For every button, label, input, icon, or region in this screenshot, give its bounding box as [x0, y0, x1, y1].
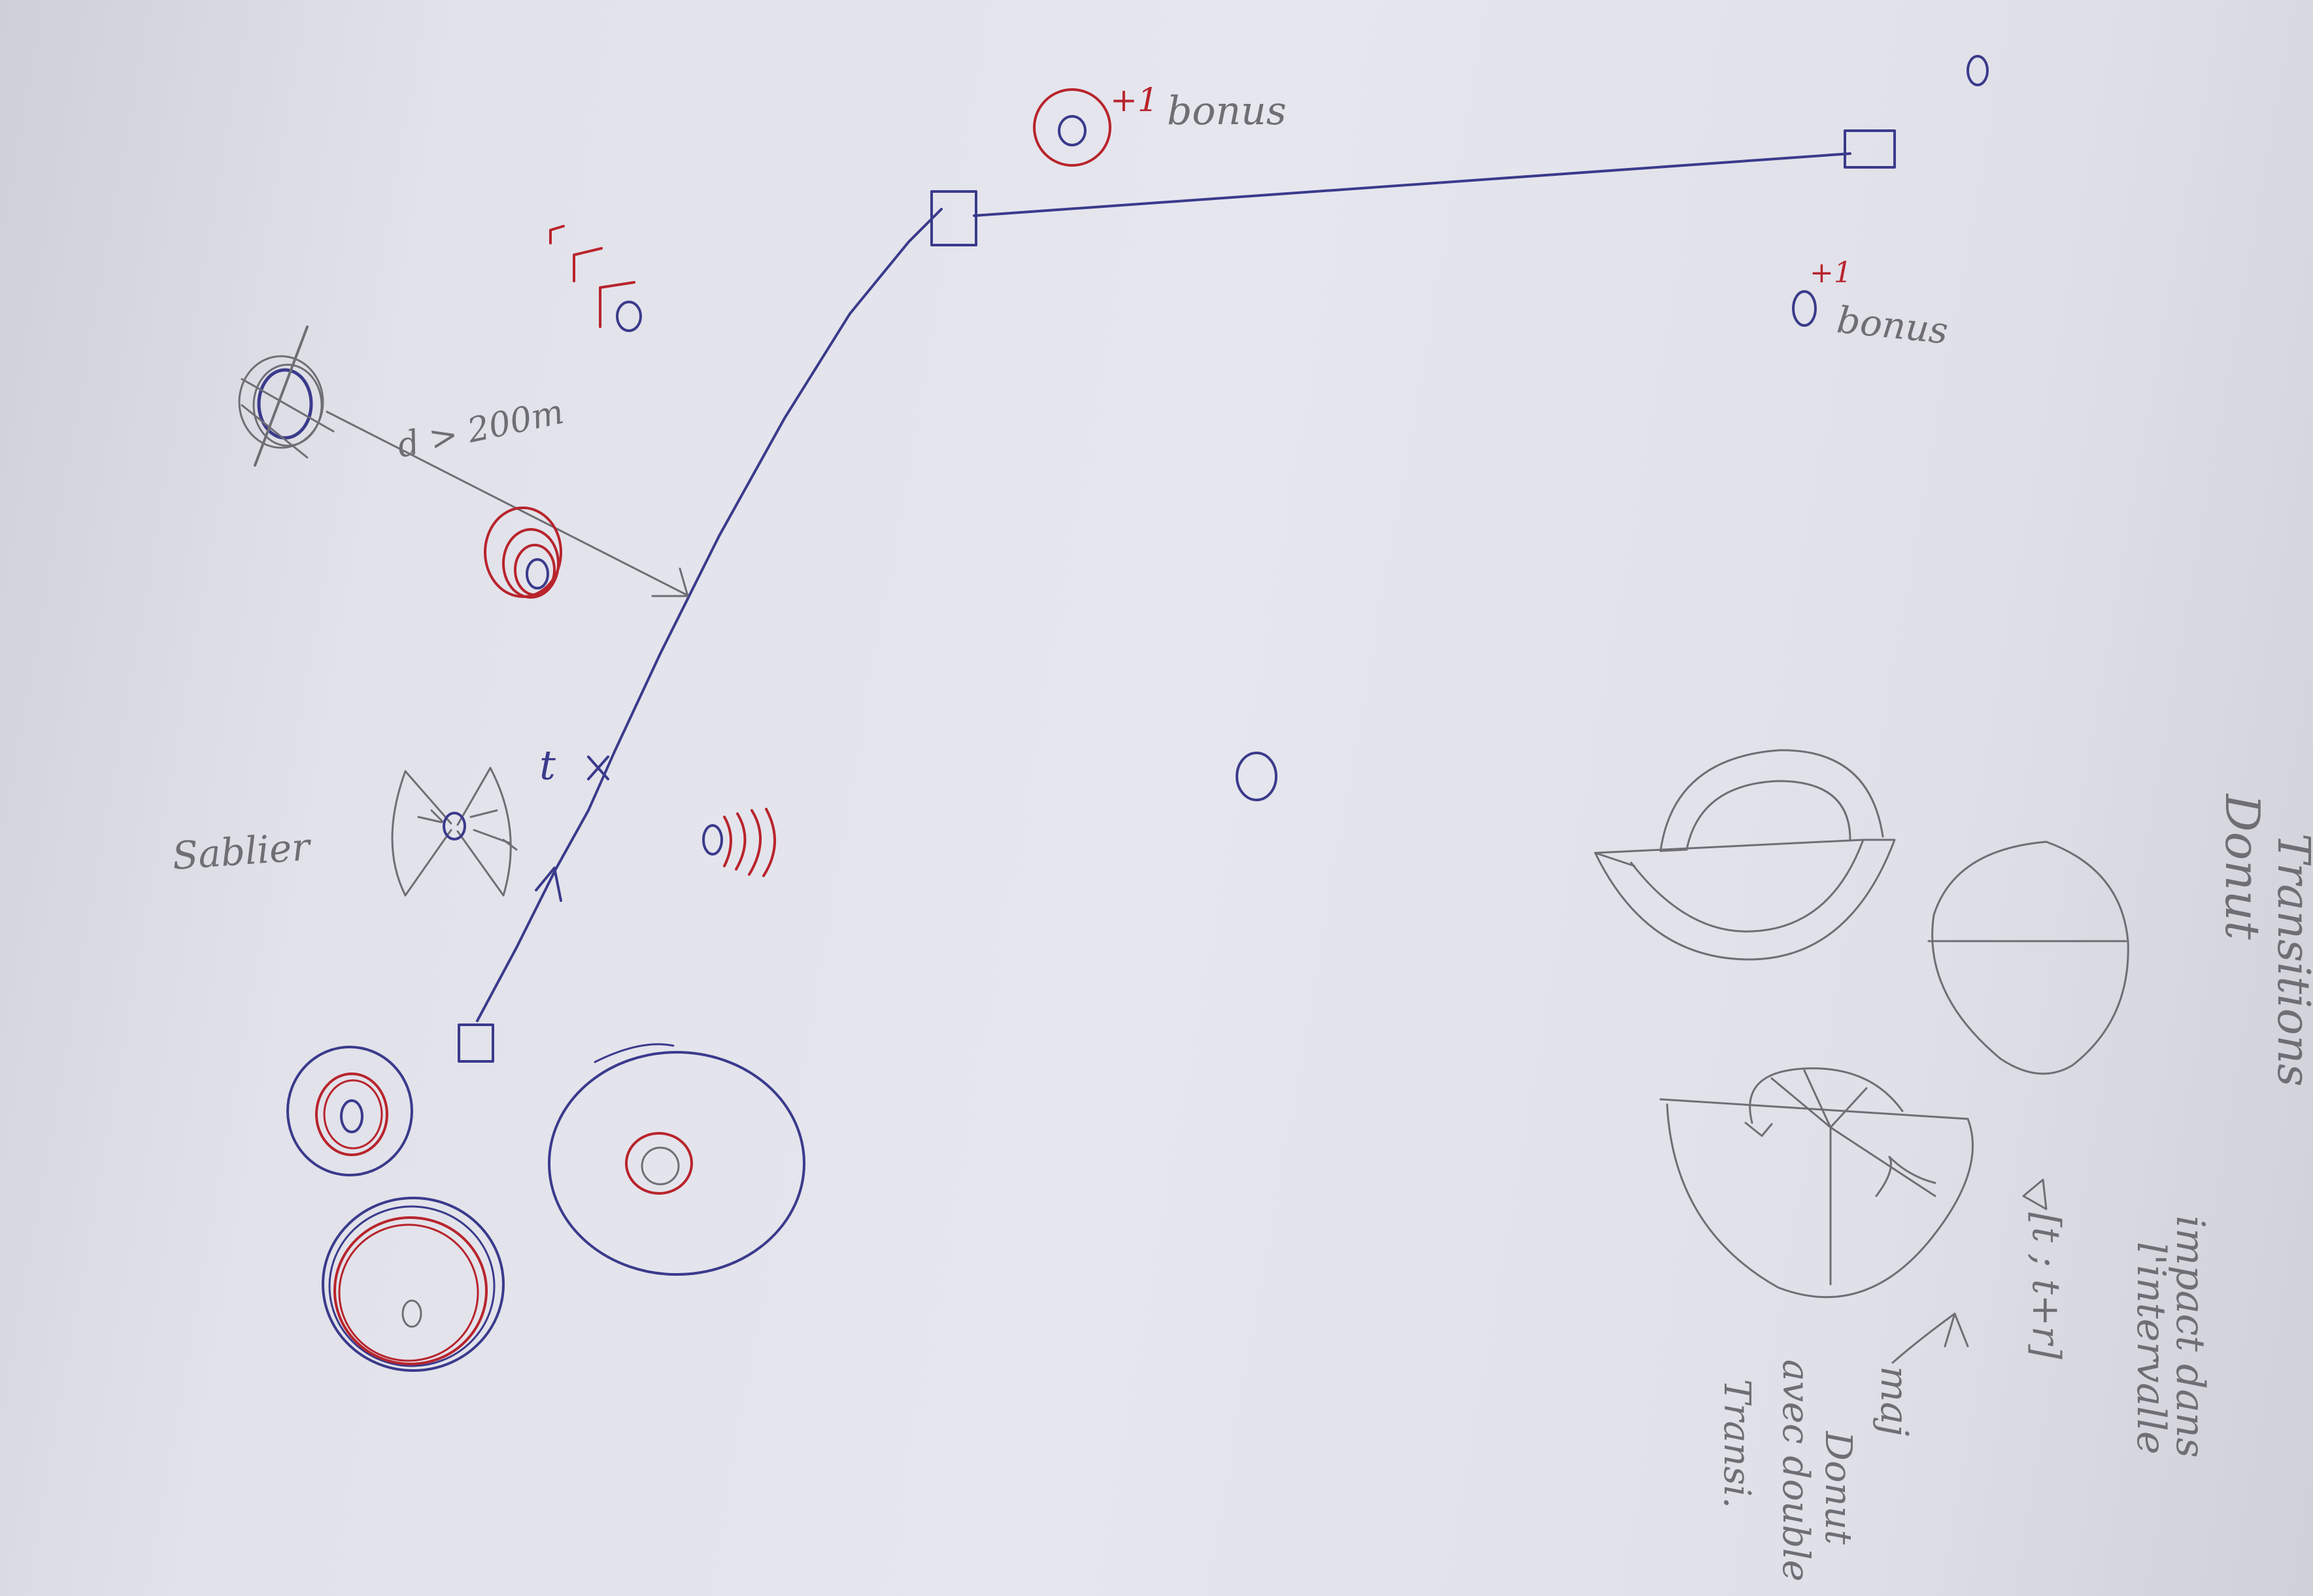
target-center [1236, 752, 1277, 801]
bonus-top-word: bonus [1167, 88, 1287, 134]
full-donut-sketch [1927, 840, 2129, 1075]
target-bottomleft-3 [548, 1043, 805, 1276]
half-donut-sketch [1594, 749, 1896, 961]
note-title-line1: Donut [2215, 793, 2270, 940]
waypoint-start [458, 1023, 494, 1063]
delta-triangle-icon [2022, 1178, 2048, 1210]
double-donut-sketch [1659, 1067, 1974, 1299]
note-impact-line1: impact dans [2167, 1216, 2213, 1458]
time-mark-cross [587, 756, 609, 780]
note-maj-line3: Donut [1817, 1431, 1859, 1545]
maj-arrow [1891, 1312, 1969, 1364]
note-donut-transitions: Donut Transitions [2215, 793, 2313, 1087]
route-path [476, 152, 1851, 1022]
note-title-line2: Transitions [2267, 833, 2313, 1087]
red-bracket-marks [549, 225, 642, 332]
sound-wave-icon [702, 808, 777, 877]
target-bottomleft-1 [286, 1046, 413, 1176]
note-impact: impact dans l'intervalle [2128, 1216, 2213, 1458]
note-interval-text: [t ; t+r] [2024, 1212, 2068, 1359]
bonus-right-plus: +1 [1810, 256, 1852, 290]
note-interval: [t ; t+r] [2024, 1212, 2068, 1359]
hourglass-icon [391, 767, 518, 897]
note-maj: maj avec double Donut Transi. [1715, 1359, 1917, 1582]
distance-arrow [326, 410, 689, 597]
distance-label: d > 200m [394, 392, 567, 465]
note-maj-line1: maj [1872, 1366, 1917, 1437]
target-small-topright [1967, 55, 1989, 86]
time-mark-label: t [539, 741, 556, 789]
bonus-top [1033, 88, 1111, 167]
route-direction-arrow [535, 867, 562, 902]
waypoint-end [1844, 129, 1896, 169]
bonus-right-word: bonus [1835, 299, 1950, 352]
waypoint-middle [930, 190, 977, 246]
crossed-out-target [238, 325, 335, 467]
note-maj-line4: Transi. [1715, 1379, 1758, 1508]
sablier-label: Sablier [171, 824, 313, 878]
note-impact-line2: l'intervalle [2128, 1242, 2174, 1454]
bonus-top-plus: +1 [1110, 81, 1158, 119]
bonus-right-circle [1792, 290, 1817, 327]
target-bottomleft-2 [322, 1197, 505, 1372]
red-spiral-target [484, 507, 562, 599]
note-maj-line2: avec double [1774, 1359, 1817, 1582]
